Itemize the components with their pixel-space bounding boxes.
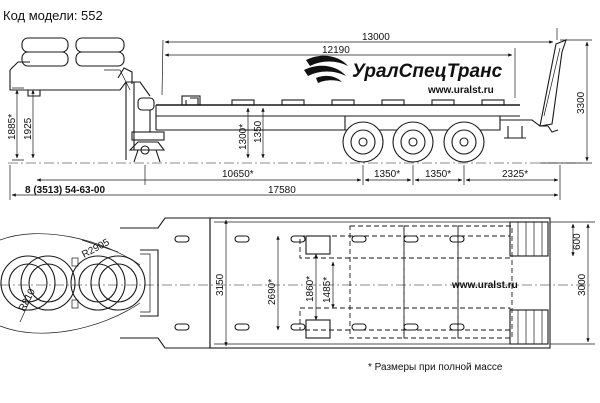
rear-ramp: [539, 39, 567, 133]
dim-platform-length: 12190: [322, 45, 350, 56]
brand-logo: УралСпецТранс: [304, 55, 503, 83]
dim-axle-spacing-1: 1350*: [374, 169, 400, 180]
dim-coupling-height: 1925: [23, 117, 34, 140]
top-view: 3150 2690* 1860* 1485* 3000 600 R2905 R8…: [0, 217, 595, 349]
platform: [155, 95, 548, 139]
dim-platform-height: 1300*: [238, 124, 249, 150]
dim-axle-from-kingpin: 10650*: [222, 169, 254, 180]
wheel-3: [443, 121, 485, 163]
dim-deck-height: 1885*: [7, 114, 18, 140]
dim-wheel-track: 2690*: [267, 279, 278, 305]
wheel-1: [342, 121, 384, 163]
top-view-dimensions: [19, 217, 595, 349]
dim-overall-width: 3150: [215, 273, 226, 296]
phone-number: 8 (3513) 54-63-00: [25, 185, 105, 196]
side-view: УралСпецТранс www.uralst.ru 13000 12190 …: [7, 28, 592, 200]
dim-overall-length: 13000: [362, 32, 390, 43]
top-dimensions: [161, 28, 558, 98]
dim-gooseneck-height: 1350: [253, 120, 264, 143]
dim-total-length: 17580: [268, 185, 296, 196]
dim-ramp-section: 600: [572, 233, 583, 250]
gooseneck: [9, 61, 166, 163]
bottom-dimensions: [9, 165, 561, 200]
website-top: www.uralst.ru: [427, 85, 494, 96]
wheel-wells: [299, 225, 513, 339]
dim-axle-spacing-2: 1350*: [425, 169, 451, 180]
model-code: Код модели: 552: [3, 8, 103, 23]
dim-ramp-height: 3300: [576, 91, 587, 114]
left-height-dims: [12, 87, 265, 161]
tractor-wheels-outline: [21, 37, 125, 67]
platform-top: [209, 217, 551, 349]
footnote: * Размеры при полной массе: [368, 362, 503, 373]
brand-name: УралСпецТранс: [352, 61, 503, 82]
website-bottom: www.uralst.ru: [451, 280, 518, 291]
rear-axles: [342, 121, 485, 163]
rear-ramps-top: [509, 221, 549, 345]
tractor-wheels-top: [0, 255, 146, 311]
dim-rear-overhang: 2325*: [502, 169, 528, 180]
dim-inner-width: 1485*: [322, 277, 333, 303]
dim-ramp-width: 3000: [577, 273, 588, 296]
dim-inner-track: 1860*: [305, 276, 316, 302]
gooseneck-top: [120, 217, 211, 349]
wheel-2: [392, 121, 434, 163]
